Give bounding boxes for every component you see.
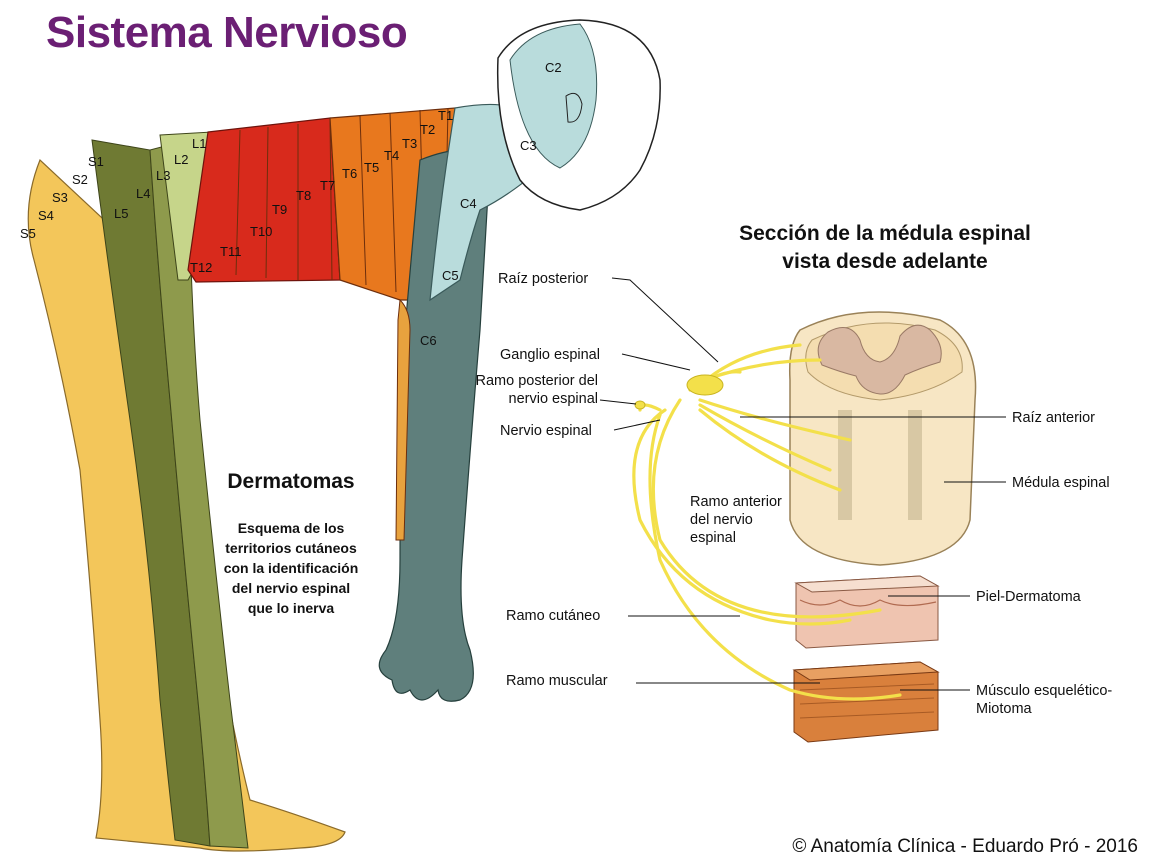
segment-s5: S5 [20,226,36,241]
label-nervio-espinal: Nervio espinal [500,423,592,439]
segment-c5: C5 [442,268,459,283]
label-raiz-anterior: Raíz anterior [1012,410,1096,426]
label-line: espinal [690,530,736,546]
head-c2-zone [509,23,598,169]
segment-l1: L1 [192,136,207,151]
segment-t12: T12 [190,260,213,275]
arm [378,149,491,702]
desc-line: territorios cutáneos [225,540,357,556]
segment-t7: T7 [320,178,336,193]
label-ganglio-espinal: Ganglio espinal [500,347,600,363]
label-line: Músculo esquelético- [976,683,1113,699]
desc-line: que lo inerva [247,600,335,616]
label-line: Ramo anterior [690,494,782,510]
segment-s2: S2 [72,172,88,187]
section-title-line2: vista desde adelante [782,250,988,273]
label-ramo-cutaneo: Ramo cutáneo [506,608,601,624]
label-ramo-anterior: Ramo anterior del nervio espinal [690,493,782,547]
posterior-ramus-tip [634,400,646,410]
ganglion [686,374,724,396]
dermatomas-description: Esquema de los territorios cutáneos con … [196,518,386,618]
segment-t6: T6 [342,166,358,181]
dermatomas-heading: Dermatomas [227,470,355,493]
segment-t3: T3 [402,136,418,151]
arm-front-strip [395,298,411,541]
label-raiz-posterior: Raíz posterior [498,271,589,287]
segment-l2: L2 [174,152,189,167]
label-medula-espinal: Médula espinal [1012,475,1110,491]
segment-t9: T9 [272,202,288,217]
segment-t5: T5 [364,160,380,175]
label-ramo-posterior: Ramo posterior del nervio espinal [440,372,599,408]
page-title: Sistema Nervioso [46,8,408,57]
spinal-cord-section [788,311,977,566]
label-ramo-muscular: Ramo muscular [506,673,608,689]
segment-t1: T1 [438,108,454,123]
label-piel-dermatoma: Piel-Dermatoma [976,589,1081,605]
segment-t10: T10 [250,224,273,239]
segment-t8: T8 [296,188,312,203]
segment-l4: L4 [136,186,151,201]
nerve-lines [632,343,902,701]
segment-t4: T4 [384,148,400,163]
segment-l5: L5 [114,206,129,221]
segment-c2: C2 [545,60,562,75]
desc-line: del nervio espinal [231,580,351,596]
section-title-line1: Sección de la médula espinal [739,222,1031,245]
segment-s4: S4 [38,208,54,223]
segment-c3: C3 [520,138,537,153]
label-line: del nervio [690,512,753,528]
segment-t11: T11 [220,244,242,259]
segment-c6: C6 [420,333,437,348]
label-musculo-miotoma: Músculo esquelético- Miotoma [976,682,1112,718]
segment-l3: L3 [156,168,171,183]
desc-line: Esquema de los [237,520,345,536]
leg-stripe-2 [149,139,249,849]
segment-c4: C4 [460,196,477,211]
muscle-block [792,661,940,743]
section-title: Sección de la médula espinal vista desde… [690,220,1080,276]
label-line: Miotoma [976,701,1032,717]
segment-s1: S1 [88,154,104,169]
segment-s3: S3 [52,190,68,205]
ear [565,92,583,123]
copyright: © Anatomía Clínica - Eduardo Pró - 2016 [792,836,1138,857]
desc-line: con la identificación [223,560,359,576]
label-line: nervio espinal [508,391,598,407]
leader-lines [599,277,1006,691]
torso-lower [187,117,341,283]
segment-t2: T2 [420,122,436,137]
label-line: Ramo posterior del [475,373,599,389]
